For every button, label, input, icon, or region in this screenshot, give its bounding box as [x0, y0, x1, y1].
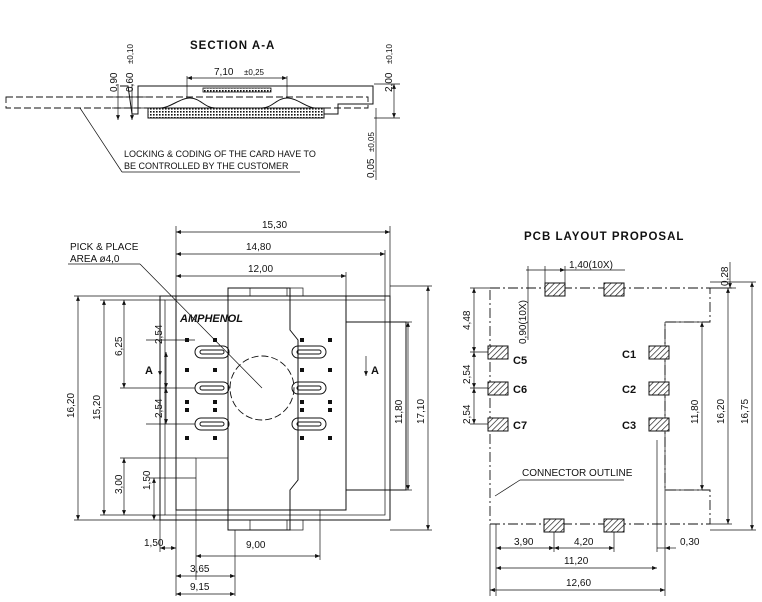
pad-c1 — [648, 345, 670, 360]
label-c3: C3 — [622, 420, 636, 432]
dim-9-00: 9,00 — [246, 540, 266, 551]
section-title: SECTION A-A — [190, 40, 275, 52]
pad-bottom-2 — [603, 518, 625, 533]
pick-place-line-2: AREA ø4,0 — [70, 254, 120, 265]
note-line-2: BE CONTROLLED BY THE CUSTOMER — [124, 161, 289, 171]
card-outline — [5, 96, 369, 109]
connector-outline-label: CONNECTOR OUTLINE — [522, 468, 633, 479]
dim-2-54-bottom: 2,54 — [154, 398, 165, 418]
section-body — [120, 85, 374, 115]
card-slot — [345, 321, 407, 491]
pad-c3 — [648, 417, 670, 432]
dim-pitch: 1,40(10X) — [569, 260, 613, 271]
label-c5: C5 — [513, 355, 527, 367]
pcb-title: PCB LAYOUT PROPOSAL — [524, 231, 684, 243]
dim-0-60-tol: ±0,10 — [126, 43, 135, 64]
dim-pad-height: 0,90(10X) — [518, 300, 529, 344]
dim-7-10: 7,10 — [214, 67, 234, 78]
dim-3-90: 3,90 — [514, 537, 534, 548]
solder-dots — [185, 338, 332, 440]
section-top-plate — [202, 87, 272, 93]
pad-top-2 — [603, 282, 625, 297]
dim-7-10-tol: ±0,25 — [244, 68, 265, 77]
pcb-layout: PCB LAYOUT PROPOSAL C5 C6 C7 C1 C2 C3 — [462, 231, 756, 596]
pick-place-area — [229, 355, 295, 421]
dim-4-20: 4,20 — [574, 537, 594, 548]
dim-9-15: 9,15 — [190, 582, 210, 593]
dim-2-54-a: 2,54 — [462, 364, 473, 384]
dim-15-20: 15,20 — [92, 395, 103, 420]
contacts-right — [291, 345, 327, 431]
dim-3-00: 3,00 — [114, 474, 125, 494]
contacts-left — [194, 345, 230, 431]
connector-top-view: AMPHENOL — [66, 220, 432, 596]
dim-15-30: 15,30 — [262, 220, 287, 231]
pad-bottom-1 — [543, 518, 565, 533]
connector-body — [175, 295, 347, 511]
dim-11-20: 11,20 — [564, 556, 589, 567]
dim-4-48: 4,48 — [462, 310, 473, 330]
label-c6: C6 — [513, 384, 527, 396]
dim-pcb-16-75: 16,75 — [740, 399, 751, 424]
pad-c6 — [487, 381, 509, 396]
section-contact-left — [159, 97, 216, 109]
section-base — [147, 107, 325, 119]
label-c2: C2 — [622, 384, 636, 396]
dim-2-00-tol: ±0,10 — [385, 43, 394, 64]
dim-0-05: 0,05 — [366, 158, 377, 178]
dim-pcb-16-20: 16,20 — [716, 399, 727, 424]
brand-logo: AMPHENOL — [179, 313, 243, 325]
label-c7: C7 — [513, 420, 527, 432]
dim-2-54-b: 2,54 — [462, 404, 473, 424]
dim-0-28: 0,28 — [720, 266, 731, 286]
dim-3-65: 3,65 — [190, 564, 210, 575]
dim-16-20: 16,20 — [66, 393, 77, 418]
dim-2-00: 2,00 — [384, 72, 395, 92]
pad-c7 — [487, 417, 509, 432]
dim-pcb-11-80: 11,80 — [690, 399, 701, 424]
dim-6-25: 6,25 — [114, 336, 125, 356]
dim-1-50-h: 1,50 — [144, 538, 164, 549]
pad-c2 — [648, 381, 670, 396]
dim-0-60: 0,60 — [125, 72, 136, 92]
section-contact-right — [261, 97, 316, 109]
connector-frame — [159, 295, 391, 521]
section-view: SECTION A-A 7,10 ±0,25 0,90 0,60 ±0,10 2… — [5, 40, 400, 180]
dim-17-10: 17,10 — [416, 399, 427, 424]
section-marker-right: A — [371, 365, 379, 377]
pad-c5 — [487, 345, 509, 360]
dim-0-90: 0,90 — [109, 72, 120, 92]
dim-0-05-tol: ±0,05 — [367, 131, 376, 152]
dim-14-80: 14,80 — [246, 242, 271, 253]
dim-12-60: 12,60 — [566, 578, 591, 589]
pcb-pads — [487, 282, 670, 533]
dim-11-80: 11,80 — [394, 399, 405, 424]
dim-1-50-v: 1,50 — [142, 470, 153, 490]
dim-12-00: 12,00 — [248, 264, 273, 275]
dim-2-54-top: 2,54 — [154, 324, 165, 344]
pick-place-line-1: PICK & PLACE — [70, 242, 139, 253]
section-marker-left: A — [145, 365, 153, 377]
label-c1: C1 — [622, 349, 636, 361]
note-line-1: LOCKING & CODING OF THE CARD HAVE TO — [124, 149, 316, 159]
pad-top-1 — [544, 282, 566, 297]
dim-0-30: 0,30 — [680, 537, 700, 548]
